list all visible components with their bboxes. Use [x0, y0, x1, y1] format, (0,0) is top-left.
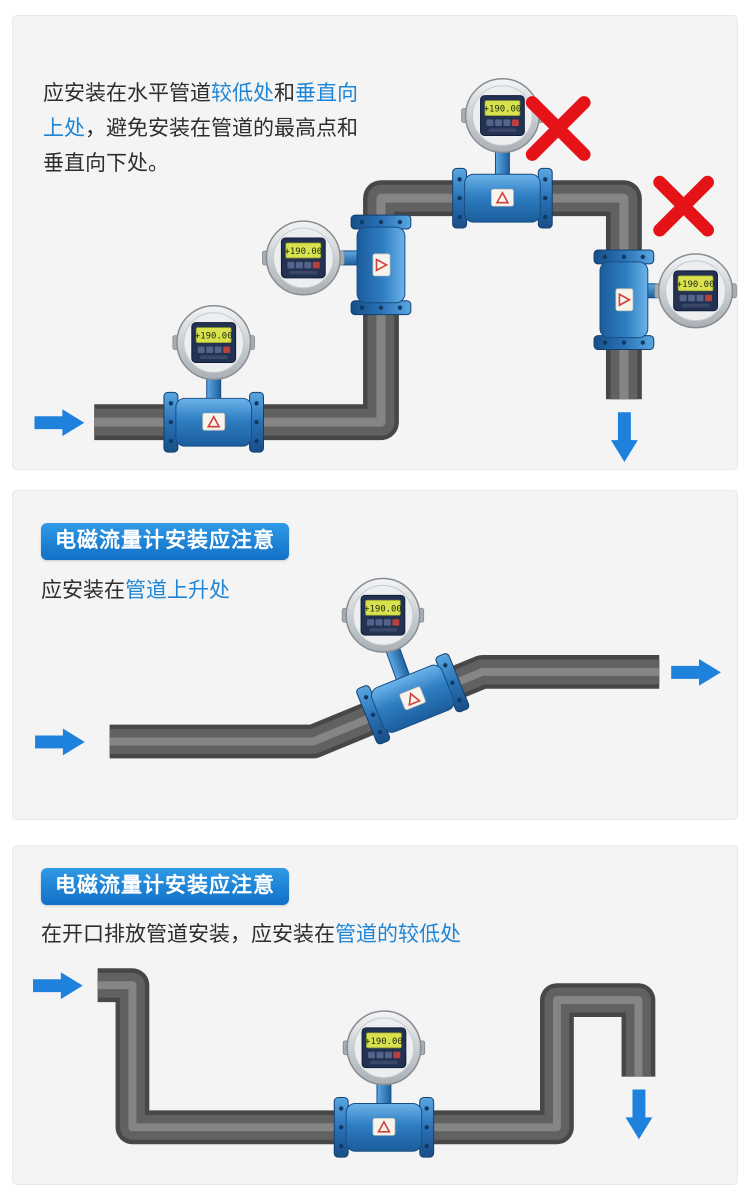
flowmeter-low-point — [333, 1010, 435, 1158]
pipe-diagram-horizontal-vertical — [34, 77, 737, 463]
flowmeter-high-point-wrong — [451, 77, 554, 229]
panel-rising-pipe-install: 电磁流量计安装应注意 应安装在管道上升处 — [12, 490, 738, 820]
instruction-text: 应安装在管道上升处 — [41, 573, 230, 608]
panel-open-discharge-install: 电磁流量计安装应注意 在开口排放管道安装，应安装在管道的较低处 — [12, 845, 738, 1185]
flow-arrow-inlet — [33, 972, 83, 1000]
instruction-highlight: 垂直向上处 — [43, 82, 358, 140]
pipe-run — [97, 968, 656, 1145]
flowmeter-low-horizontal — [163, 304, 265, 453]
pipe-diagram-open-discharge — [33, 968, 656, 1158]
flow-arrow-outlet-down — [610, 412, 638, 463]
panel-horizontal-vertical-install: 应安装在水平管道较低处和垂直向上处，避免安装在管道的最高点和垂直向下处。 — [12, 15, 738, 470]
instruction-segment: 应安装在水平管道 — [43, 82, 211, 105]
instruction-highlight: 较低处 — [211, 82, 274, 105]
pipe-diagram-rising — [35, 577, 721, 759]
flowmeter-vertical-down-wrong — [593, 249, 737, 351]
flow-arrow-outlet — [671, 658, 721, 686]
instruction-highlight: 管道上升处 — [125, 579, 230, 602]
instruction-segment: 应安装在 — [41, 579, 125, 602]
flowmeter-vertical-up — [261, 214, 412, 316]
flow-arrow-inlet — [35, 728, 85, 756]
instruction-segment: 在开口排放管道安装，应安装在 — [41, 923, 335, 946]
instruction-text: 在开口排放管道安装，应安装在管道的较低处 — [41, 917, 461, 952]
wrong-mark-icon — [525, 96, 591, 161]
wrong-mark-icon — [653, 175, 715, 237]
instruction-text: 应安装在水平管道较低处和垂直向上处，避免安装在管道的最高点和垂直向下处。 — [43, 76, 367, 181]
instruction-segment: ，避免安装在管道的最高点和垂直向下处。 — [43, 117, 358, 175]
instruction-highlight: 管道的较低处 — [335, 923, 461, 946]
instruction-segment: 和 — [274, 82, 295, 105]
section-badge: 电磁流量计安装应注意 — [41, 523, 289, 560]
flow-arrow-outlet-down — [625, 1089, 653, 1140]
flow-arrow-inlet — [34, 409, 85, 437]
section-badge: 电磁流量计安装应注意 — [41, 868, 289, 905]
flowmeter-on-rising-section — [341, 577, 471, 746]
